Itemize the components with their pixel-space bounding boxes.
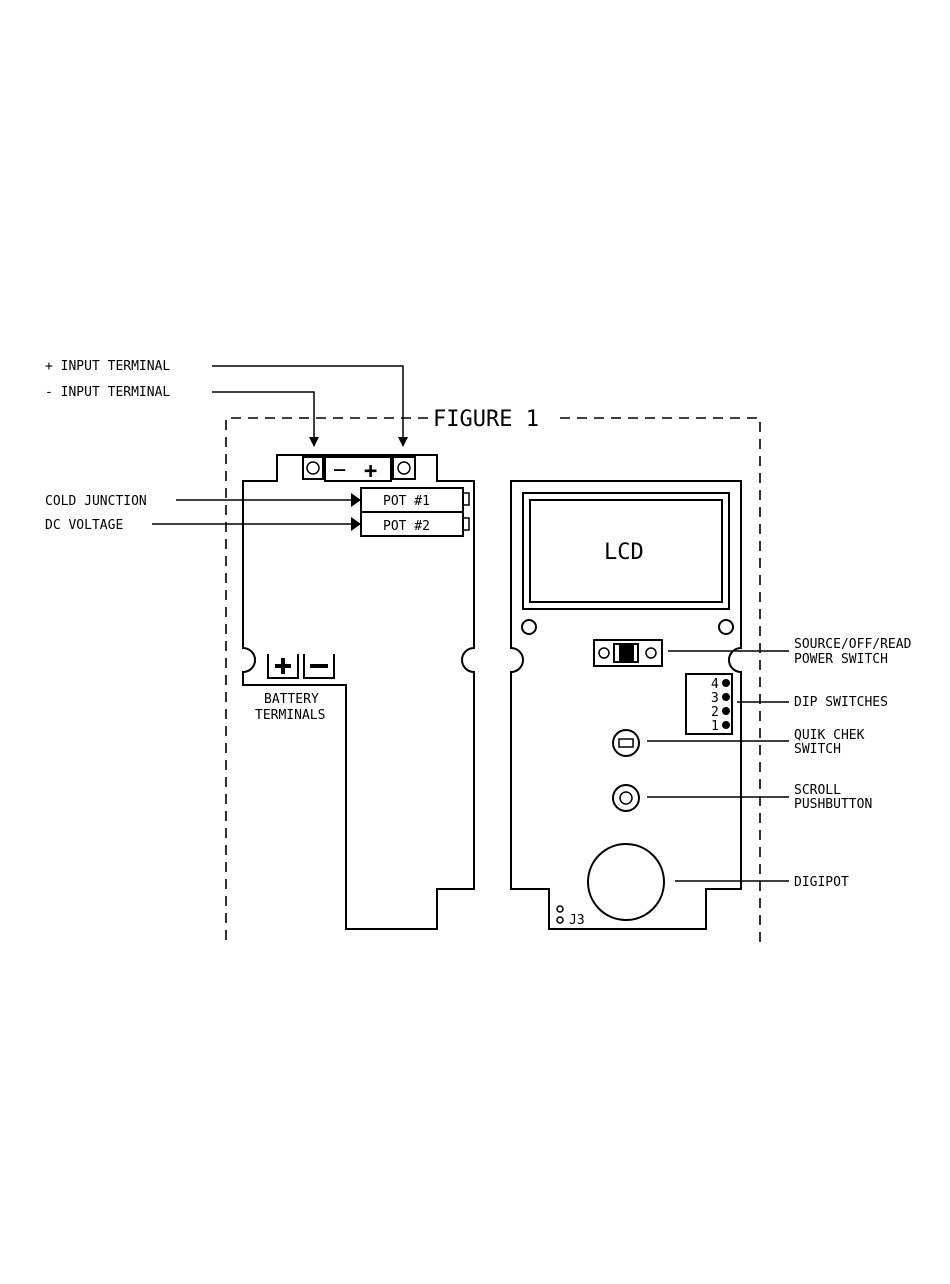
plus-input-terminal-label: + INPUT TERMINAL: [45, 359, 170, 374]
minus-input-terminal-leader: [212, 392, 314, 446]
quik-chek-label-line2: SWITCH: [794, 742, 841, 757]
svg-text:2: 2: [711, 705, 719, 720]
digipot-knob: [588, 844, 664, 920]
power-switch-label-line1: SOURCE/OFF/READ: [794, 637, 912, 652]
terminal-plus-sign: +: [364, 459, 377, 484]
plus-input-terminal-pad: [393, 457, 415, 479]
quik-chek-label-line1: QUIK CHEK: [794, 728, 865, 743]
svg-text:1: 1: [711, 719, 719, 734]
cold-junction-arrowhead: [351, 493, 361, 507]
cold-junction-label: COLD JUNCTION: [45, 494, 147, 509]
j3-label: J3: [569, 913, 585, 928]
power-switch: [594, 640, 662, 666]
lcd-label: LCD: [604, 540, 644, 565]
dc-voltage-label: DC VOLTAGE: [45, 518, 123, 533]
battery-terminals: [268, 654, 334, 678]
minus-input-terminal-pad: [303, 457, 323, 479]
scroll-label-line2: PUSHBUTTON: [794, 797, 872, 812]
figure-dashed-border: [226, 418, 760, 946]
plus-input-terminal-leader: [212, 366, 403, 446]
minus-input-terminal-label: - INPUT TERMINAL: [45, 385, 170, 400]
terminal-minus-sign: −: [333, 458, 346, 483]
power-switch-label-line2: POWER SWITCH: [794, 652, 888, 667]
scroll-pushbutton: [613, 785, 639, 811]
pot-2-label: POT #2: [383, 519, 430, 534]
mounting-hole-right: [719, 620, 733, 634]
dip-switch-block: 4 3 2 1: [686, 674, 732, 734]
dip-switches-label: DIP SWITCHES: [794, 695, 888, 710]
battery-terminals-label-line1: BATTERY: [264, 692, 319, 707]
svg-text:3: 3: [711, 691, 719, 706]
digipot-label: DIGIPOT: [794, 875, 849, 890]
svg-text:4: 4: [711, 677, 719, 692]
dc-voltage-arrowhead: [351, 517, 361, 531]
battery-terminals-label-line2: TERMINALS: [255, 708, 325, 723]
figure-title: FIGURE 1: [433, 407, 539, 432]
scroll-label-line1: SCROLL: [794, 783, 841, 798]
pot-1-label: POT #1: [383, 494, 430, 509]
mounting-hole-left: [522, 620, 536, 634]
quik-chek-switch: [613, 730, 639, 756]
